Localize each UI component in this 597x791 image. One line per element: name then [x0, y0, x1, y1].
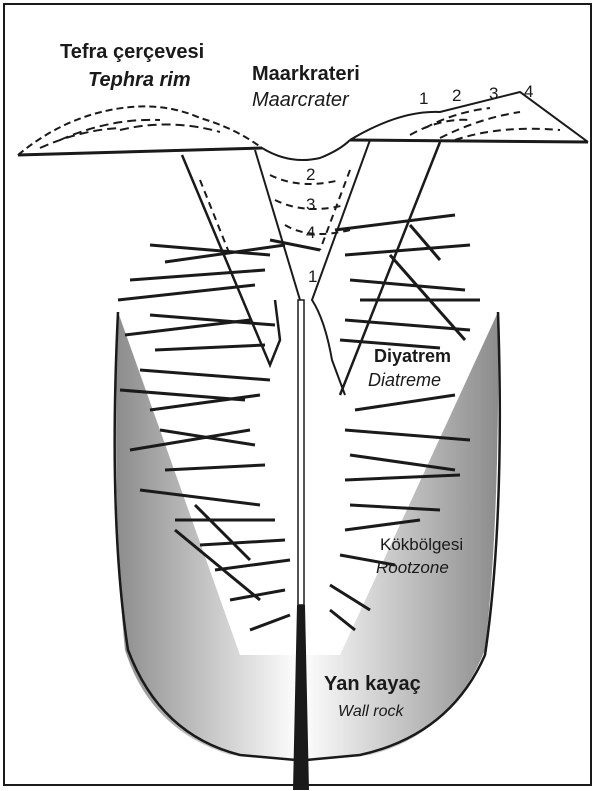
rim-marker-1: 1	[419, 89, 428, 108]
rim-marker-4: 4	[524, 82, 533, 101]
fracture-line	[140, 370, 270, 380]
fracture-line	[250, 615, 290, 630]
wall-rock-left-shading	[116, 312, 300, 760]
fracture-line	[215, 560, 290, 570]
diatreme-inner-left	[255, 150, 300, 300]
fracture-line	[330, 610, 355, 630]
root-zone-label-tr: Kökbölgesi	[380, 535, 463, 554]
diatreme-inner-right	[312, 140, 370, 395]
ground-surface-right	[350, 140, 588, 142]
tephra-rim-right	[350, 92, 588, 142]
feeder-dike	[298, 300, 304, 605]
maar-crater-label-en: Maarcrater	[252, 89, 350, 111]
maar-crater-label-tr: Maarkrateri	[252, 63, 360, 85]
diatreme-label-en: Diatreme	[368, 370, 441, 390]
rim-marker-2: 2	[452, 86, 461, 105]
tephra-rim-label-en: Tephra rim	[88, 69, 191, 91]
crater-marker-2: 2	[306, 165, 315, 184]
root-zone-label-en: Rootzone	[376, 558, 449, 577]
ground-surface-left	[18, 148, 262, 155]
fracture-line	[200, 540, 285, 545]
fracture-line	[410, 225, 440, 260]
wall-rock-label-tr: Yan kayaç	[324, 673, 421, 695]
rim-marker-3: 3	[489, 84, 498, 103]
fracture-line	[345, 245, 470, 255]
crater-marker-4: 4	[306, 223, 315, 242]
crater-marker-1: 1	[308, 267, 317, 286]
fracture-line	[355, 395, 455, 410]
crater-marker-3: 3	[306, 195, 315, 214]
fracture-line	[350, 280, 465, 290]
fracture-line	[165, 465, 265, 470]
fracture-line	[330, 585, 370, 610]
fracture-line	[118, 285, 255, 300]
fracture-line	[130, 270, 265, 280]
crater-floor	[262, 140, 350, 160]
wall-rock-label-en: Wall rock	[338, 703, 404, 720]
feeder-dike-base	[293, 605, 309, 790]
fracture-line	[335, 215, 455, 230]
fracture-line	[155, 345, 265, 350]
fracture-line	[125, 320, 250, 335]
diatreme-label-tr: Diyatrem	[374, 346, 451, 366]
tephra-rim-label-tr: Tefra çerçevesi	[60, 41, 204, 63]
